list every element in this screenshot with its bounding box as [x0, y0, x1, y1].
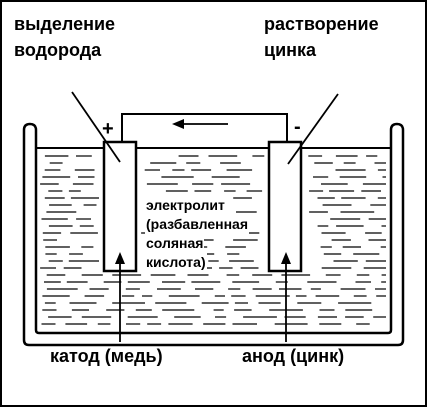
anode-label: анод (цинк) [242, 346, 345, 366]
anode-electrode [267, 140, 303, 273]
vessel-rim-right [389, 122, 405, 131]
electrolyte-liquid [40, 155, 386, 325]
electrolyte-label-line2: (разбавленная [145, 215, 249, 234]
anode-pointer-arrow [281, 252, 291, 342]
electrolyte-label-line3: соляная [145, 234, 205, 253]
zinc-label-line2: цинка [264, 40, 317, 60]
hydrogen-label-line2: водорода [14, 40, 102, 60]
cathode-label: катод (медь) [50, 346, 163, 366]
external-wire [121, 113, 288, 142]
left-arrow-icon [172, 119, 228, 129]
cathode-pointer-arrow [115, 252, 125, 342]
vessel-inner-wall [34, 130, 393, 335]
vessel-outer-wall [22, 130, 405, 347]
plus-sign: + [102, 118, 114, 140]
hydrogen-label-line1: выделение [14, 14, 116, 34]
electrolyte-label-line4: кислота) [145, 253, 207, 272]
electrolyte-label-line1: электролит [145, 196, 226, 215]
minus-sign: - [294, 116, 301, 138]
zinc-leader-line [287, 93, 339, 165]
hydrogen-leader-line [71, 91, 121, 163]
vessel-rim-left [22, 122, 38, 131]
zinc-label-line1: растворение [264, 14, 379, 34]
cathode-electrode [102, 140, 138, 273]
